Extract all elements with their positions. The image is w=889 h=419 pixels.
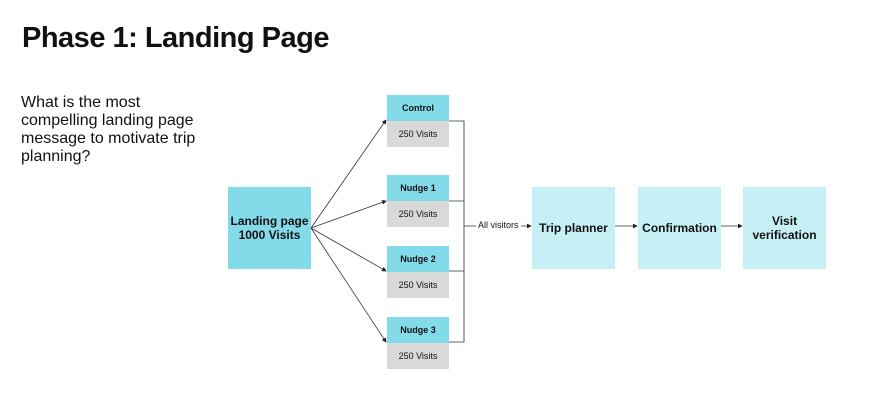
arrow-to-nudge-1 <box>310 200 387 229</box>
stage-trip-planner: Trip planner <box>532 187 615 269</box>
variant-nudge-2-label: Nudge 2 <box>387 246 449 272</box>
variant-nudge-2-visits: 250 Visits <box>387 272 449 298</box>
variant-control-visits: 250 Visits <box>387 121 449 147</box>
arrow-to-control <box>310 119 387 229</box>
all-visitors-label: All visitors <box>476 220 521 230</box>
variant-nudge-3-label: Nudge 3 <box>387 317 449 343</box>
variant-nudge-1-label: Nudge 1 <box>387 175 449 201</box>
variant-nudge-1-visits: 250 Visits <box>387 201 449 227</box>
variant-control-label: Control <box>387 95 449 121</box>
stage-visit-verification: Visit verification <box>743 187 826 269</box>
landing-page-box: Landing page 1000 Visits <box>228 187 311 269</box>
arrow-to-nudge-3 <box>310 227 387 343</box>
research-question: What is the most compelling landing page… <box>21 94 196 165</box>
stage-confirmation: Confirmation <box>638 187 721 269</box>
variant-nudge-3-visits: 250 Visits <box>387 343 449 369</box>
arrow-to-nudge-2 <box>310 227 387 272</box>
page-title: Phase 1: Landing Page <box>22 22 329 54</box>
merge-bracket <box>449 120 465 343</box>
